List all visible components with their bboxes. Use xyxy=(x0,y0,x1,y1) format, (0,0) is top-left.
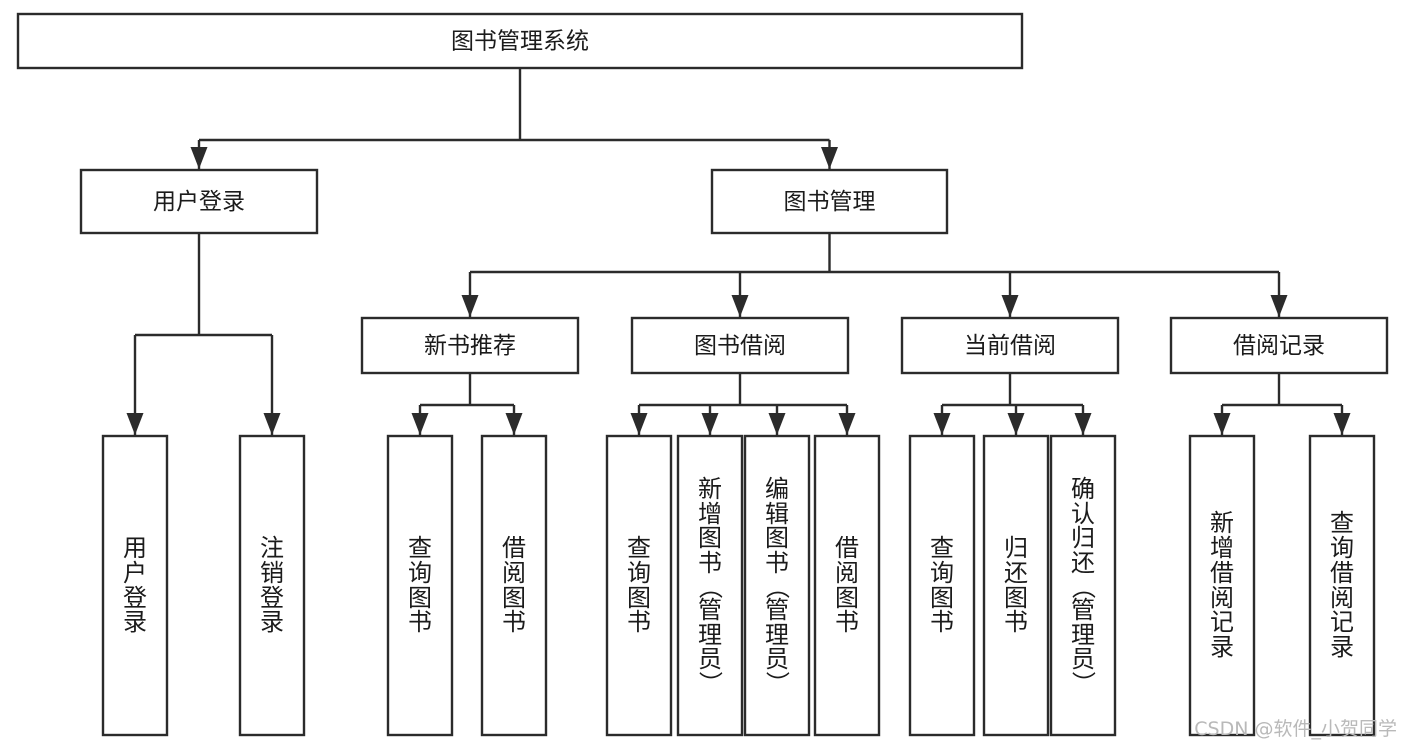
arrowhead-icon xyxy=(731,295,749,317)
arrowhead-icon xyxy=(190,147,208,169)
edges-layer xyxy=(126,68,1351,435)
node-box-l3_1[interactable] xyxy=(630,316,850,375)
arrowhead-icon xyxy=(411,413,429,435)
node-box-leaf_7[interactable] xyxy=(813,434,881,737)
node-box-leaf_2[interactable] xyxy=(386,434,454,737)
arrowhead-icon xyxy=(126,413,144,435)
node-box-leaf_12[interactable] xyxy=(1308,434,1376,737)
arrowhead-icon xyxy=(1333,413,1351,435)
arrowhead-icon xyxy=(630,413,648,435)
node-box-l3_0[interactable] xyxy=(360,316,580,375)
node-label-l2_0: 用户登录 xyxy=(153,189,245,215)
node-box-l3_2[interactable] xyxy=(900,316,1120,375)
arrowhead-icon xyxy=(1213,413,1231,435)
arrowhead-icon xyxy=(505,413,523,435)
node-box-leaf_8[interactable] xyxy=(908,434,976,737)
node-label-l3_0: 新书推荐 xyxy=(424,333,516,359)
arrowhead-icon xyxy=(1001,295,1019,317)
node-box-l2_0[interactable] xyxy=(79,168,319,235)
arrowhead-icon xyxy=(821,147,838,169)
arrowhead-icon xyxy=(933,413,951,435)
arrowhead-icon xyxy=(838,413,856,435)
node-box-leaf_11[interactable] xyxy=(1188,434,1256,737)
node-box-l2_1[interactable] xyxy=(710,168,949,235)
arrowhead-icon xyxy=(701,413,719,435)
arrowhead-icon xyxy=(263,413,281,435)
node-box-leaf_10[interactable] xyxy=(1049,434,1117,737)
node-label-l3_3: 借阅记录 xyxy=(1233,333,1325,359)
node-label-root: 图书管理系统 xyxy=(451,29,589,55)
node-label-l3_1: 图书借阅 xyxy=(694,333,786,359)
arrowhead-icon xyxy=(1270,295,1288,317)
node-box-leaf_4[interactable] xyxy=(605,434,673,737)
arrowhead-icon xyxy=(1074,413,1092,435)
node-box-leaf_9[interactable] xyxy=(982,434,1050,737)
node-box-leaf_3[interactable] xyxy=(480,434,548,737)
node-label-l2_1: 图书管理 xyxy=(784,189,876,215)
node-box-l3_3[interactable] xyxy=(1169,316,1389,375)
node-box-leaf_6[interactable] xyxy=(743,434,811,737)
arrowhead-icon xyxy=(1007,413,1025,435)
node-box-leaf_0[interactable] xyxy=(101,434,169,737)
node-box-leaf_1[interactable] xyxy=(238,434,306,737)
arrowhead-icon xyxy=(768,413,786,435)
node-label-l3_2: 当前借阅 xyxy=(964,333,1056,359)
node-box-leaf_5[interactable] xyxy=(676,434,744,737)
arrowhead-icon xyxy=(461,295,479,317)
node-box-root[interactable] xyxy=(16,12,1024,70)
